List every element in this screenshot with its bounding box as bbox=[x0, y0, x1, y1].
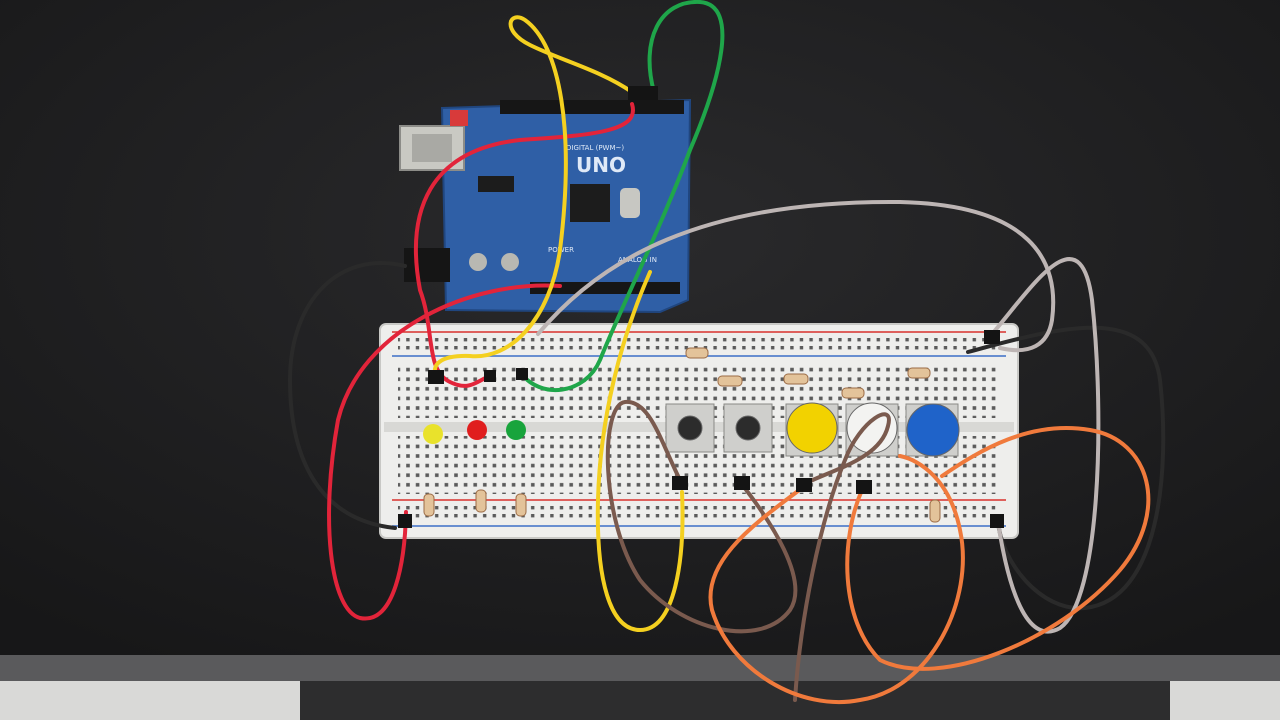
board-digital-label: DIGITAL (PWM~) bbox=[566, 144, 624, 152]
wire-orange bbox=[845, 426, 1151, 671]
pin-head bbox=[734, 476, 750, 490]
pin-head bbox=[428, 370, 444, 384]
pin-head bbox=[516, 368, 528, 380]
wire-orange bbox=[708, 454, 965, 705]
led-red bbox=[467, 420, 487, 440]
pin-head bbox=[990, 514, 1004, 528]
wire-yellow bbox=[432, 15, 634, 380]
capacitor bbox=[501, 253, 519, 271]
pin-head bbox=[672, 476, 688, 490]
usb-connector-inner bbox=[412, 134, 452, 162]
pin-head bbox=[796, 478, 812, 492]
reset-button bbox=[450, 110, 468, 126]
push-buttons bbox=[665, 402, 960, 457]
usb-chip bbox=[478, 176, 514, 192]
pin-head bbox=[984, 330, 1000, 344]
resistor bbox=[475, 489, 487, 513]
pin-head bbox=[628, 86, 658, 100]
wire-black bbox=[966, 325, 1166, 611]
resistor bbox=[717, 375, 743, 387]
board-brand-label: UNO bbox=[576, 153, 626, 177]
crystal bbox=[620, 188, 640, 218]
power-jack bbox=[404, 248, 450, 282]
wire-red bbox=[413, 102, 635, 388]
floor-shadow bbox=[300, 681, 1170, 720]
bottom-rail-holes bbox=[398, 504, 998, 522]
capacitor bbox=[469, 253, 487, 271]
top-rail-holes bbox=[398, 335, 998, 353]
resistor bbox=[515, 493, 527, 517]
led-yellow bbox=[423, 424, 443, 444]
microcontroller-chip bbox=[570, 184, 610, 222]
button-cap-2 bbox=[735, 415, 761, 441]
button-cap-5 bbox=[906, 403, 960, 457]
resistor bbox=[685, 347, 709, 359]
leds bbox=[423, 420, 526, 444]
resistor bbox=[929, 499, 941, 523]
wire-black bbox=[287, 261, 407, 530]
wire-grey bbox=[536, 199, 1056, 353]
resistor bbox=[841, 387, 865, 399]
pin-head bbox=[398, 514, 412, 528]
wire-red bbox=[327, 283, 562, 621]
wire-green bbox=[518, 0, 725, 393]
digital-header bbox=[500, 100, 684, 114]
mat-edge bbox=[0, 655, 1280, 681]
wire-grey bbox=[990, 257, 1101, 634]
pin-head bbox=[484, 370, 496, 382]
button-cap-1 bbox=[677, 415, 703, 441]
wire-yellow bbox=[595, 270, 685, 633]
led-green bbox=[506, 420, 526, 440]
wire-brown bbox=[605, 399, 798, 634]
resistors bbox=[423, 347, 941, 523]
jumper-pin-heads bbox=[398, 86, 1004, 528]
button-cap-3 bbox=[786, 402, 838, 454]
resistor bbox=[907, 367, 931, 379]
jumper-wires bbox=[287, 0, 1166, 705]
board-analog-label: ANALOG IN bbox=[618, 256, 657, 264]
wire-brown bbox=[793, 412, 891, 702]
resistor bbox=[423, 493, 435, 517]
pin-head bbox=[856, 480, 872, 494]
resistor bbox=[783, 373, 809, 385]
